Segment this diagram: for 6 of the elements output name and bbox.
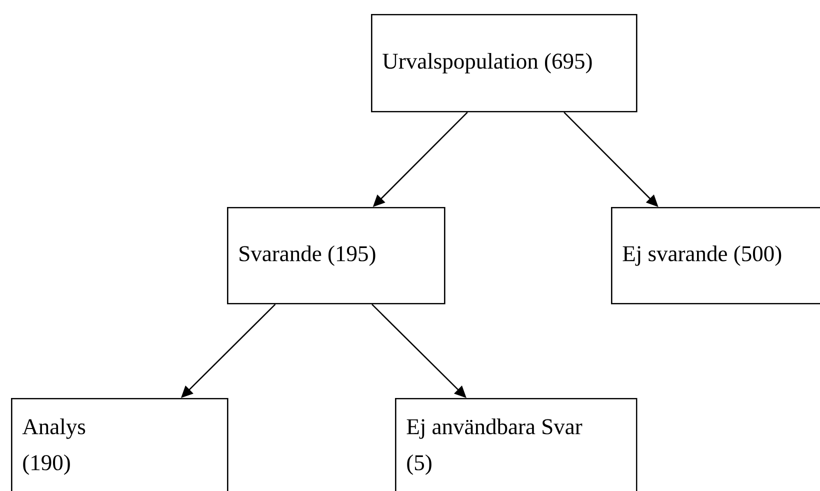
- arrow: [372, 304, 466, 398]
- process-box: Svarande (195): [227, 207, 446, 304]
- process-box: Ej användbara Svar (5): [395, 398, 638, 491]
- process-box: Urvalspopulation (695): [371, 14, 638, 112]
- process-box: Ej svarande (500): [611, 207, 820, 304]
- process-box: Analys (190): [11, 398, 228, 491]
